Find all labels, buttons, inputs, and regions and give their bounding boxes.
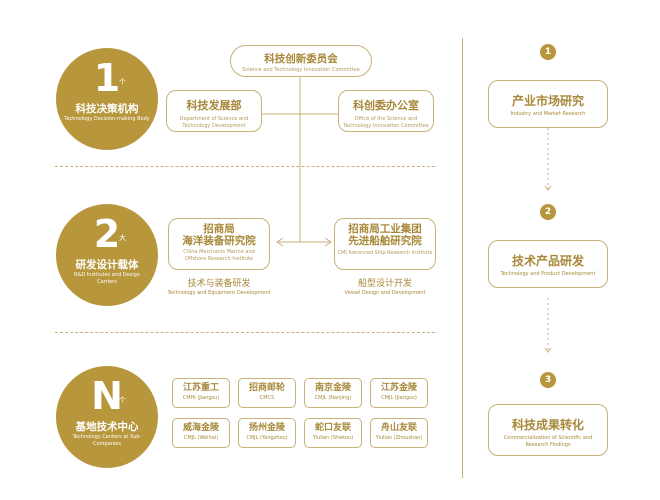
institute-b-label: 船型设计开发 Vessel Design and Development [328,276,442,296]
level-1-subtitle: Technology Decision-making Body [64,116,150,122]
center-box: 江苏重工 CMHI (Jiangsu) [172,378,230,408]
dept-subtitle: Department of Science and Technology Dev… [179,116,249,129]
institute-a-name-1: 招商局 [203,223,235,235]
step-3-subtitle: Commercialization of Scientific and Rese… [503,435,593,448]
center-box: 蛇口友联 Yiulian (Shekou) [304,418,362,448]
level-n-circle: N 个 基地技术中心 Technology Centers at Sub-Com… [56,366,158,468]
center-name: 舟山友联 [380,423,417,433]
center-name: 蛇口友联 [314,423,351,433]
institute-b-label-title: 船型设计开发 [357,279,412,289]
office-box: 科创委办公室 Office of the Science and Technol… [338,90,434,132]
level-n-subtitle: Technology Centers at Sub-Companies [72,434,142,447]
institute-a-label: 技术与装备研发 Technology and Equipment Develop… [162,276,276,296]
step-2-title: 技术产品研发 [511,254,584,268]
step-3-box: 科技成果转化 Commercialization of Scientific a… [488,404,608,456]
center-name: 招商邮轮 [248,383,285,393]
institute-b-box: 招商局工业集团 先进船舶研究院 CMI Advanced Ship Resear… [334,218,436,270]
center-name: 江苏重工 [182,383,219,393]
level-n-unit: 个 [119,396,126,404]
level-1-circle: 1 个 科技决策机构 Technology Decision-making Bo… [56,48,158,150]
step-1-badge: 1 [540,44,556,60]
dept-title: 科技发展部 [186,99,242,112]
center-name: 南京金陵 [314,383,351,393]
separator-1 [55,166,435,167]
institute-b-subtitle: CMI Advanced Ship Research Institute [337,250,433,256]
institute-a-box: 招商局 海洋装备研究院 China Merchants Marine and O… [168,218,270,270]
institute-a-name-2: 海洋装备研究院 [182,235,256,247]
step-2-badge: 2 [540,204,556,220]
center-name: 扬州金陵 [248,423,285,433]
step-1-subtitle: Industry and Market Research [510,111,586,117]
institute-a-label-subtitle: Technology and Equipment Development [167,290,271,296]
level-1-unit: 个 [119,78,126,86]
center-subtitle: CMJL (Yangzhou) [246,435,288,441]
center-box: 南京金陵 CMJL (Nanjing) [304,378,362,408]
step-2-box: 技术产品研发 Technology and Product Developmen… [488,240,608,288]
center-name: 威海金陵 [182,423,219,433]
center-box: 扬州金陵 CMJL (Yangzhou) [238,418,296,448]
level-1-title: 科技决策机构 [75,103,139,115]
level-2-circle: 2 大 研发设计载体 R&D Institutes and Design Car… [56,204,158,306]
step-2-subtitle: Technology and Product Development [500,271,596,277]
level-2-unit: 大 [119,234,126,242]
level-2-subtitle: R&D Institutes and Design Carriers [73,272,141,285]
vertical-divider [462,38,463,478]
center-subtitle: CMHI (Jiangsu) [182,395,220,401]
office-subtitle: Office of the Science and Technology Inn… [343,116,429,129]
committee-box: 科技创新委员会 Science and Technology Innovatio… [230,45,372,77]
center-subtitle: CMJL (Jiangsu) [381,395,417,401]
step-3-badge: 3 [540,372,556,388]
level-n-number: N [91,374,123,418]
office-title: 科创委办公室 [353,99,419,112]
center-box: 招商邮轮 CMCS [238,378,296,408]
center-subtitle: CMCS [259,395,275,401]
institute-b-name-2: 先进船舶研究院 [348,235,422,247]
dept-box: 科技发展部 Department of Science and Technolo… [166,90,262,132]
center-subtitle: CMJL (Weihai) [183,435,219,441]
institute-b-label-subtitle: Vessel Design and Development [344,290,426,296]
step-1-title: 产业市场研究 [511,94,584,108]
institute-a-subtitle: China Merchants Marine and Offshore Rese… [183,249,255,262]
level-2-title: 研发设计载体 [75,259,139,271]
center-subtitle: Yiulian (Zhoushan) [375,435,423,441]
committee-subtitle: Science and Technology Innovation Commit… [242,67,360,73]
step-1-box: 产业市场研究 Industry and Market Research [488,80,608,128]
level-1-number: 1 [93,56,121,100]
committee-title: 科技创新委员会 [264,53,338,65]
center-subtitle: CMJL (Nanjing) [314,395,352,401]
level-n-title: 基地技术中心 [75,421,139,433]
center-box: 江苏金陵 CMJL (Jiangsu) [370,378,428,408]
separator-2 [55,332,435,333]
center-box: 威海金陵 CMJL (Weihai) [172,418,230,448]
institute-a-label-title: 技术与装备研发 [187,279,251,289]
center-box: 舟山友联 Yiulian (Zhoushan) [370,418,428,448]
institute-b-name-1: 招商局工业集团 [348,223,422,235]
center-subtitle: Yiulian (Shekou) [312,435,354,441]
step-3-title: 科技成果转化 [511,418,584,432]
center-name: 江苏金陵 [380,383,417,393]
level-2-number: 2 [93,212,121,256]
